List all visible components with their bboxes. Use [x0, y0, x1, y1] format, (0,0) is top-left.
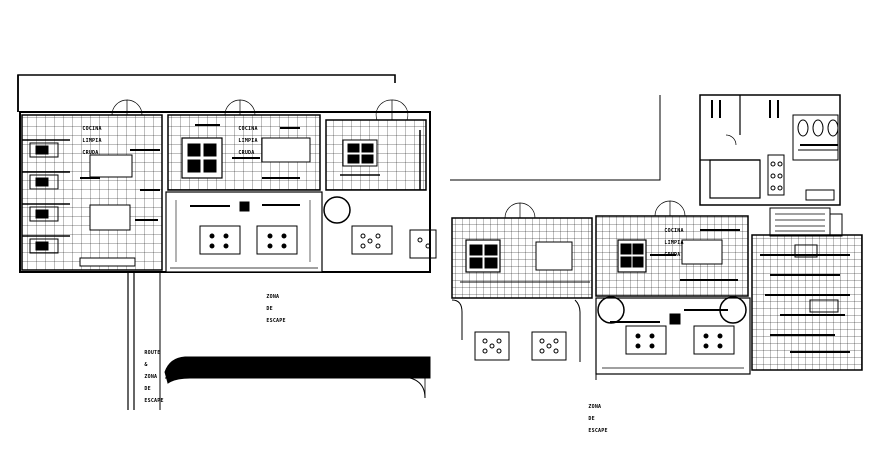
label-line: DE [144, 386, 151, 392]
right-round-table-1 [597, 296, 625, 324]
label-line: COCINA [238, 126, 258, 132]
label-line: ZONA [266, 294, 280, 300]
label-line: LIMPIA [82, 138, 102, 144]
right-island-1 [625, 325, 667, 355]
label-line: ZONA [144, 374, 158, 380]
right-round-table-2 [719, 296, 747, 324]
label-line: COCINA [82, 126, 102, 132]
right-island-2 [693, 325, 735, 355]
left-island-2 [256, 225, 298, 255]
label-line: CRUDA [82, 150, 99, 156]
left-zone-label: ZONA DE ESCAPE [260, 288, 286, 324]
label-line: CRUDA [664, 252, 681, 258]
left-counter-1 [89, 154, 133, 178]
label-line: CRUDA [238, 150, 255, 156]
left-kitchen-a-label: COCINA LIMPIA CRUDA [76, 120, 102, 156]
left-round-table [323, 196, 351, 224]
left-plan [17, 74, 437, 410]
label-line: COCINA [664, 228, 684, 234]
label-line: ESCAPE [144, 398, 164, 404]
label-line: ESCAPE [266, 318, 286, 324]
left-island-1 [199, 225, 241, 255]
left-corridor-label: ROUTE & ZONA DE ESCAPE [138, 344, 164, 404]
right-restroom-block [699, 94, 841, 206]
label-line: DE [266, 306, 273, 312]
label-line: ROUTE [144, 350, 161, 356]
label-line: ESCAPE [588, 428, 608, 434]
right-zone-label: ZONA DE ESCAPE [582, 398, 608, 434]
label-line: ZONA [588, 404, 602, 410]
label-line: LIMPIA [238, 138, 258, 144]
left-counter-2 [89, 204, 131, 231]
right-site-boundary [450, 95, 661, 181]
label-line: LIMPIA [664, 240, 684, 246]
left-stalls [22, 139, 70, 254]
left-site-boundary [17, 74, 396, 112]
left-canopy-band [164, 356, 431, 384]
right-kitchen-label: COCINA LIMPIA CRUDA [658, 222, 684, 258]
label-line: & [144, 362, 148, 368]
right-plan [450, 94, 863, 380]
left-kitchen-b-label: COCINA LIMPIA CRUDA [232, 120, 258, 156]
label-line: DE [588, 416, 595, 422]
